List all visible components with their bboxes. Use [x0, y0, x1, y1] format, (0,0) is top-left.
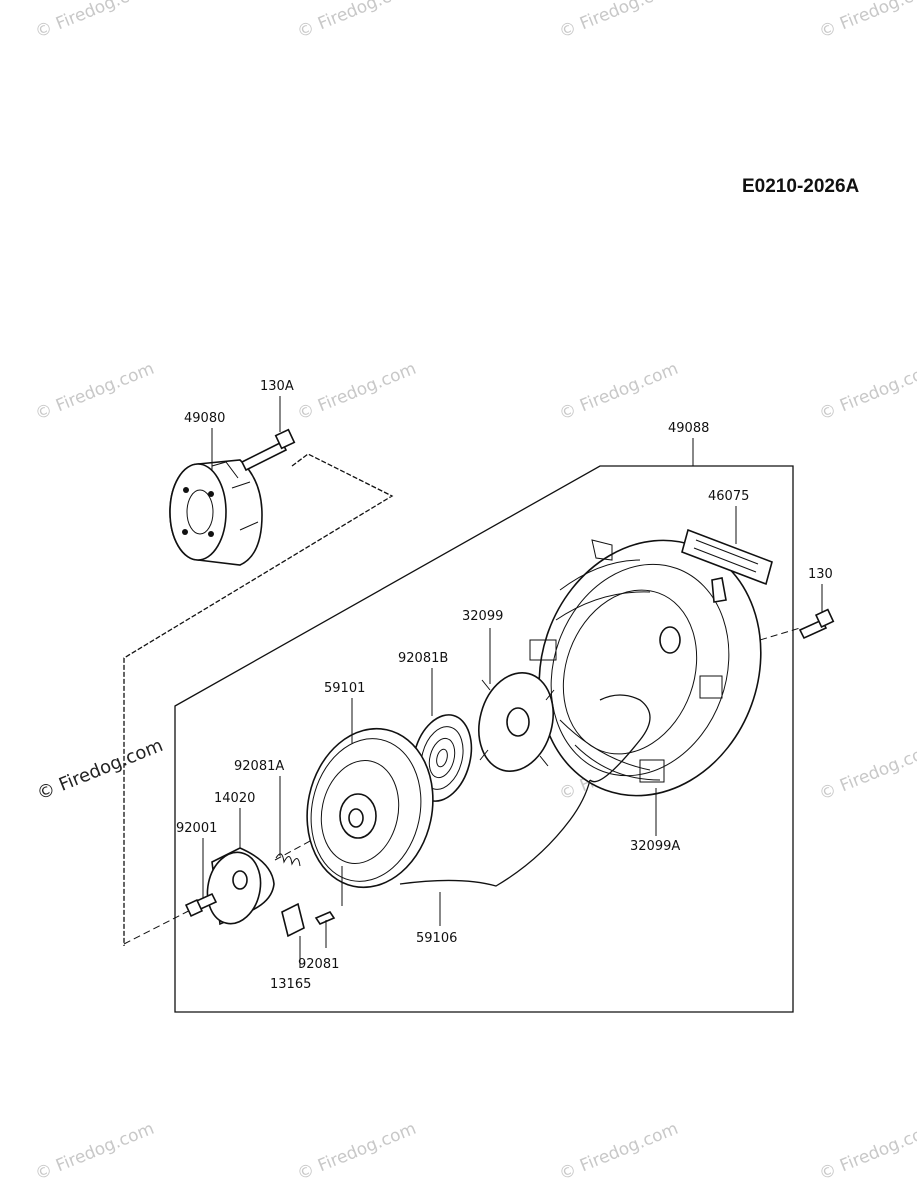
- label-14020: 14020: [214, 791, 255, 806]
- label-13165: 13165: [270, 977, 311, 992]
- outline-49080: [123, 453, 394, 946]
- part-92001-screw: [184, 892, 218, 918]
- watermark: © Firedog.com: [816, 0, 917, 43]
- part-59106-rope: [399, 779, 591, 887]
- leader-lines: [202, 396, 823, 968]
- label-59106: 59106: [416, 931, 457, 946]
- assembly-outline: [174, 465, 794, 1013]
- label-32099A: 32099A: [630, 839, 680, 854]
- bolt-130A: [240, 428, 296, 472]
- part-14020: [206, 847, 275, 926]
- part-46075-handle: [681, 528, 773, 603]
- label-130A: 130A: [260, 379, 294, 394]
- watermark: © Firedog.com: [816, 1119, 917, 1185]
- watermark: © Firedog.com: [294, 1119, 419, 1185]
- part-labels: 49080 130A 49088 46075 130 32099 92081B …: [176, 379, 833, 992]
- watermark: © Firedog.com: [556, 359, 681, 425]
- bolt-130: [798, 608, 835, 640]
- part-92081A-spring: [275, 853, 301, 867]
- part-59101-reel: [306, 727, 434, 889]
- watermark-dark: © Firedog.com: [34, 735, 166, 805]
- label-32099: 32099: [462, 609, 503, 624]
- watermark: © Firedog.com: [816, 359, 917, 425]
- label-130: 130: [808, 567, 833, 582]
- watermark: © Firedog.com: [816, 739, 917, 805]
- watermark: © Firedog.com: [556, 0, 681, 43]
- watermark: © Firedog.com: [32, 359, 157, 425]
- label-92081A: 92081A: [234, 759, 284, 774]
- part-92081-spring: [314, 911, 336, 925]
- label-92081: 92081: [298, 957, 339, 972]
- watermark: © Firedog.com: [556, 1119, 681, 1185]
- label-49080: 49080: [184, 411, 225, 426]
- label-59101: 59101: [324, 681, 365, 696]
- label-46075: 46075: [708, 489, 749, 504]
- watermark: © Firedog.com: [294, 359, 419, 425]
- diagram-code: E0210-2026A: [742, 176, 860, 197]
- watermark: © Firedog.com: [32, 0, 157, 43]
- label-49088: 49088: [668, 421, 709, 436]
- label-92001: 92001: [176, 821, 217, 836]
- watermark: © Firedog.com: [294, 0, 419, 43]
- part-32099-ratchet: [478, 672, 555, 772]
- part-49088-housing: [529, 539, 762, 797]
- part-49080: [169, 459, 263, 566]
- part-13165-pawl: [281, 902, 305, 938]
- watermark: © Firedog.com: [32, 1119, 157, 1185]
- label-92081B: 92081B: [398, 651, 448, 666]
